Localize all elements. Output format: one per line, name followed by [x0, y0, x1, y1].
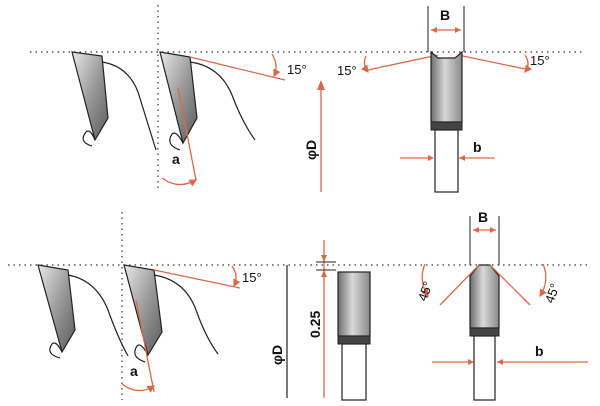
top-rake-guide [177, 87, 197, 181]
bottom-plate-label: b [535, 343, 544, 359]
top-angle-label-1: 15° [287, 62, 307, 77]
top-15-arc [271, 53, 281, 78]
bottom-tooth-left [37, 264, 129, 359]
bottom-chamfer-left-guide [439, 264, 480, 306]
bottom-diameter-label: φD [269, 345, 285, 365]
top-kerf-label: B [440, 7, 450, 23]
top-kerf-right-label: 15° [530, 53, 550, 68]
top-diameter-label: φD [303, 140, 319, 160]
top-rake-arc [161, 177, 198, 187]
top-tooth-right [159, 51, 256, 151]
bottom-chamfer-left-label: 45° [415, 279, 436, 303]
bottom-tooth-right [123, 264, 219, 363]
bottom-rake-guide [135, 299, 155, 393]
top-kerf-left-guide [367, 54, 439, 71]
bottom-angle-label-1: 15° [242, 270, 262, 285]
top-15-guide [189, 56, 286, 81]
bottom-chamfer-tooth [469, 264, 500, 401]
top-rake-label: a [172, 151, 180, 167]
bottom-kerf-label: B [478, 209, 488, 225]
bottom-step-label: 0.25 [307, 311, 323, 338]
top-kerf-tooth [430, 50, 463, 193]
bottom-rake-label: a [130, 363, 138, 379]
bottom-15-guide [153, 269, 241, 289]
top-plate-label: b [473, 139, 482, 155]
bottom-flat-tooth [337, 271, 371, 401]
top-kerf-right-guide [457, 54, 531, 71]
top-tooth-left [71, 51, 157, 151]
bottom-chamfer-right-label: 45° [542, 281, 563, 305]
bottom-chamfer-right-guide [489, 264, 531, 306]
top-kerf-left-label: 15° [337, 63, 357, 78]
